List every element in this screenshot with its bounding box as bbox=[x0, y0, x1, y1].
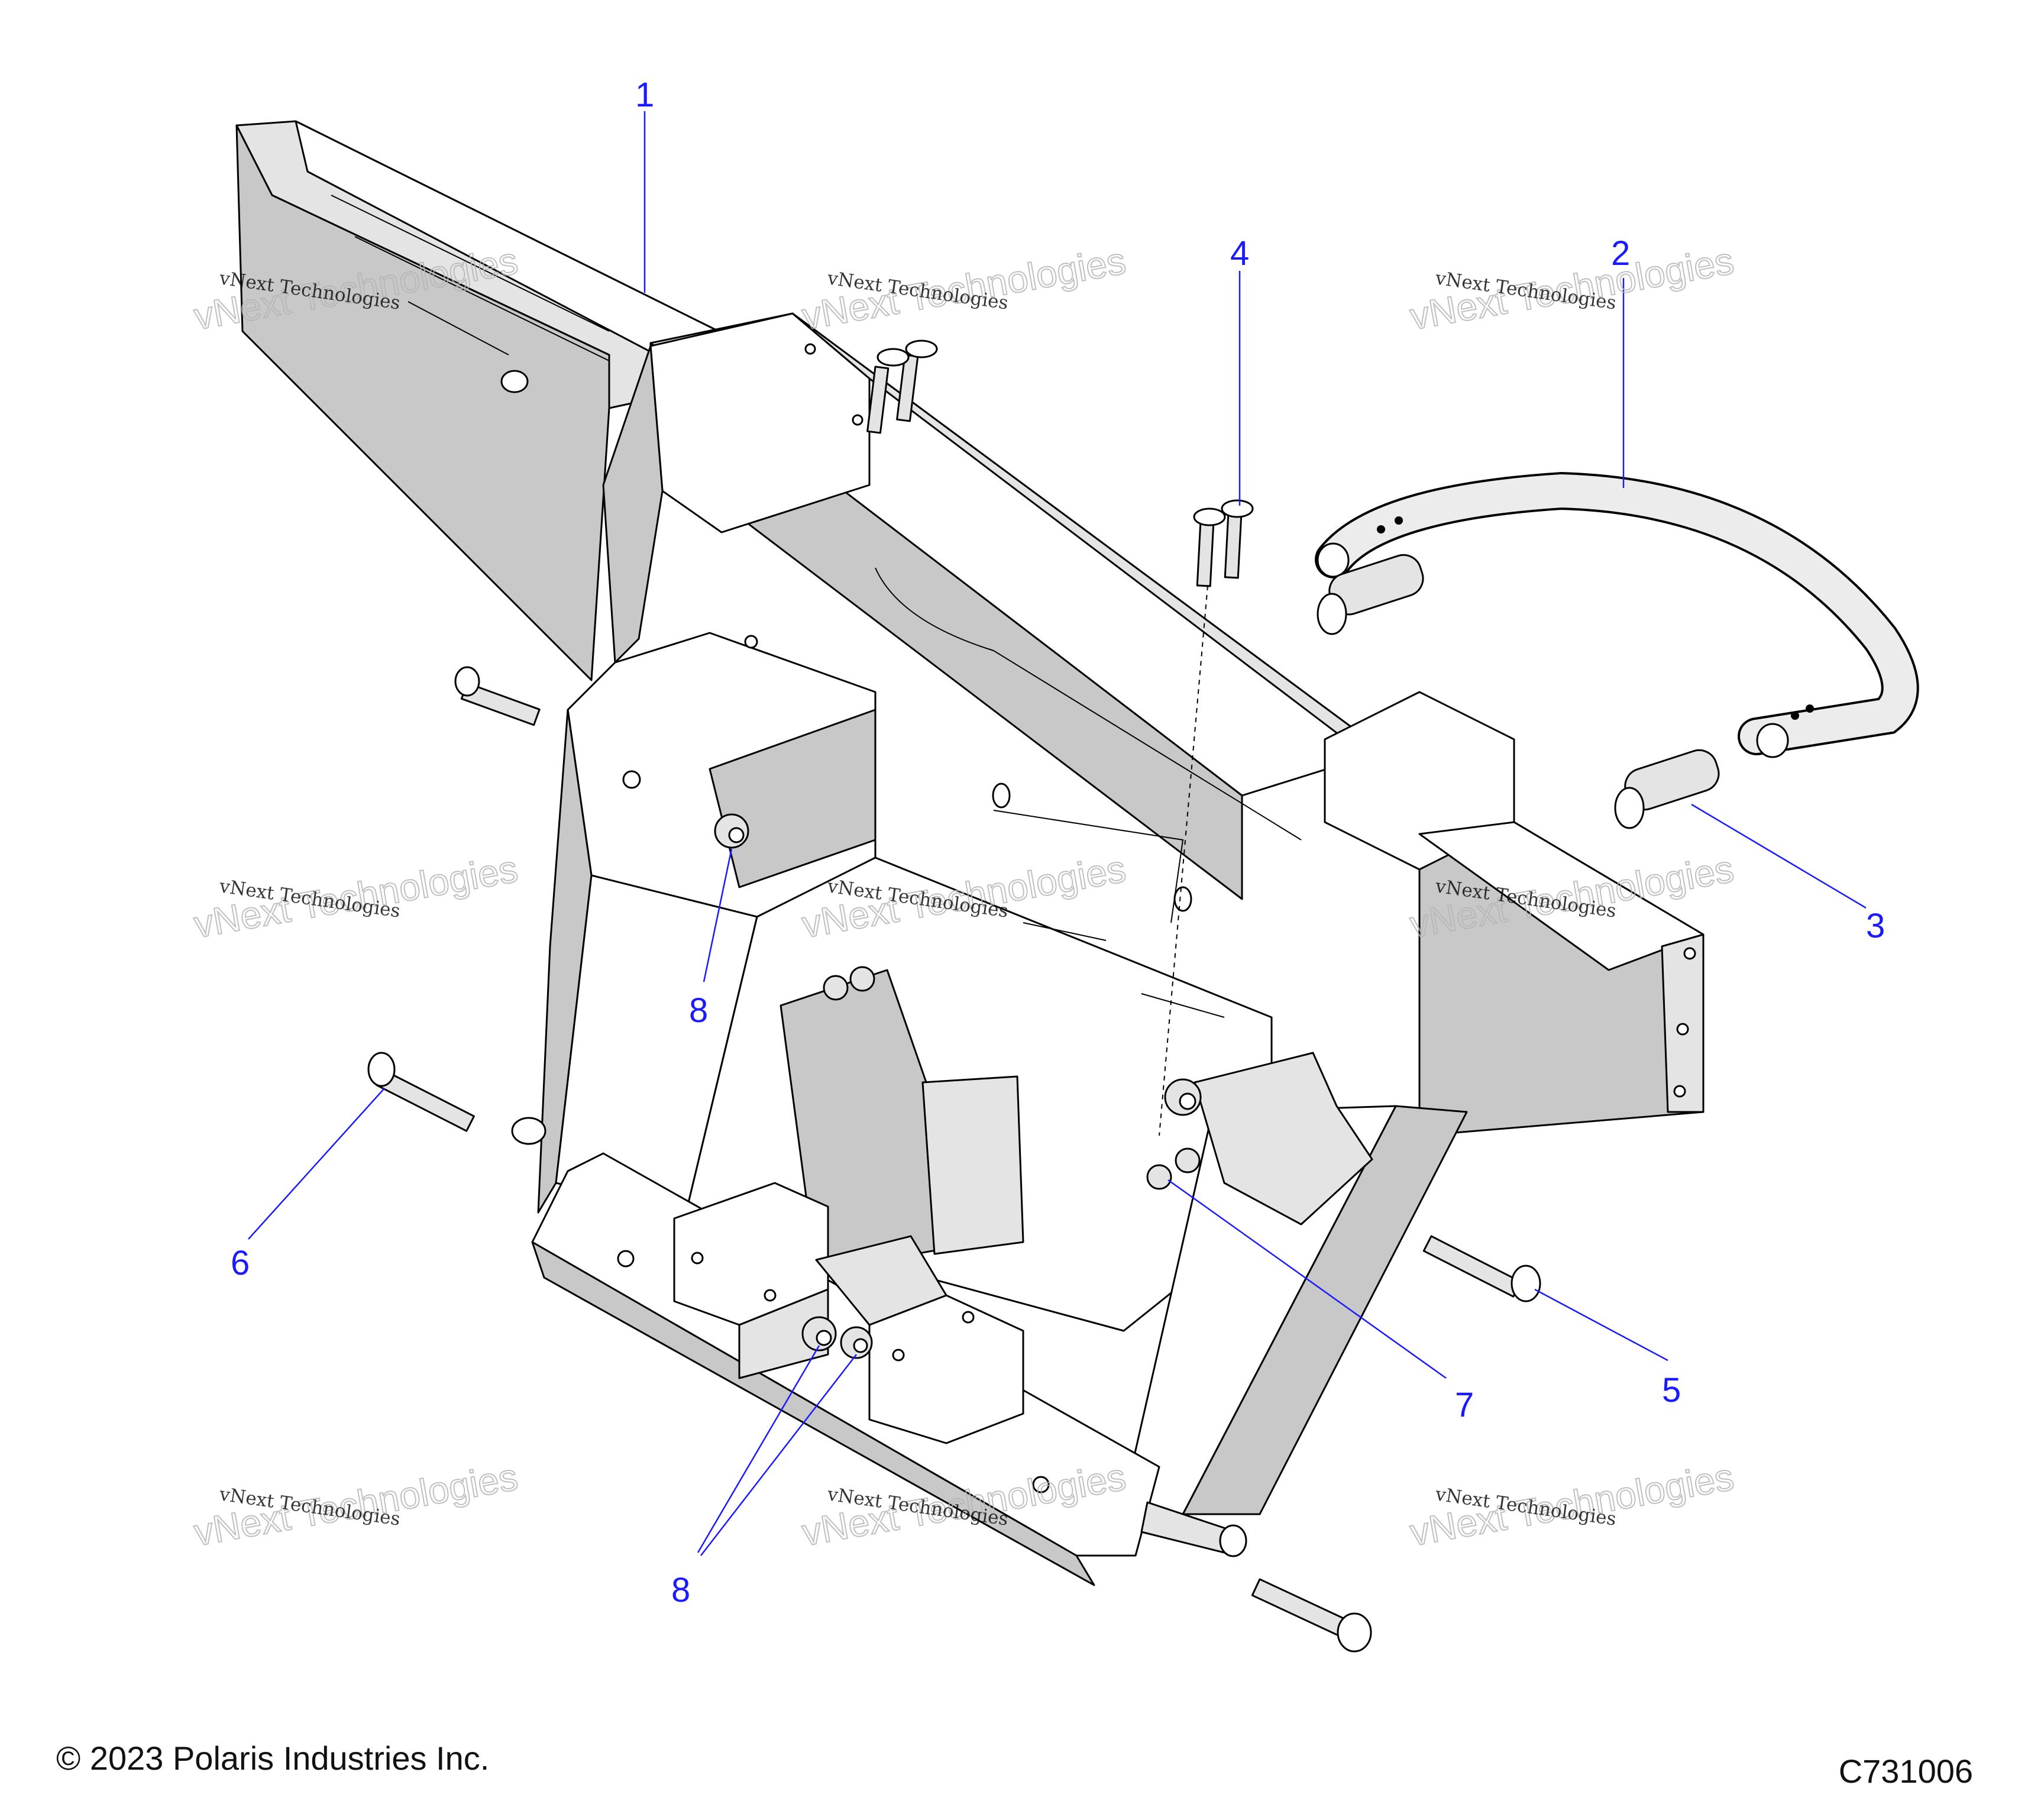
callout-3: 3 bbox=[1866, 907, 1885, 945]
nut-8-upper bbox=[714, 813, 749, 849]
callout-4: 4 bbox=[1230, 234, 1249, 273]
watermark: vNext Technologies vNext Technologies bbox=[1406, 1454, 1738, 1554]
nut-7 bbox=[1146, 1147, 1201, 1190]
figure-code: C731006 bbox=[1838, 1753, 1973, 1790]
bolts bbox=[367, 340, 1541, 1653]
callout-1: 1 bbox=[635, 76, 654, 114]
callout-7: 7 bbox=[1455, 1386, 1474, 1424]
bolt-5 bbox=[1422, 1235, 1541, 1302]
callout-2: 2 bbox=[1611, 234, 1630, 273]
watermark: vNext Technologies vNext Technologies bbox=[1406, 238, 1738, 338]
nut-tower bbox=[1164, 1078, 1202, 1116]
bolt-bottom bbox=[1251, 1578, 1372, 1653]
bumper-frame bbox=[235, 120, 1705, 1586]
leader-lines bbox=[248, 111, 1867, 1556]
bolt-pair-top bbox=[866, 340, 938, 434]
watermark: vNext Technologies vNext Technologies bbox=[798, 238, 1130, 338]
callout-8-upper: 8 bbox=[689, 991, 708, 1030]
nut-pair-center bbox=[823, 966, 875, 1001]
bolt-pair-4 bbox=[1159, 499, 1254, 1136]
watermark: vNext Technologies vNext Technologies bbox=[190, 1454, 522, 1554]
callouts: 1 2 3 4 5 6 7 8 8 bbox=[231, 76, 1885, 1609]
callout-8-lower: 8 bbox=[671, 1571, 690, 1609]
tube-bar bbox=[1315, 471, 1919, 758]
callout-5: 5 bbox=[1662, 1371, 1681, 1409]
nut-pair-lower bbox=[801, 1316, 873, 1359]
bolt-left-upper bbox=[454, 666, 541, 726]
sleeve-insert bbox=[1317, 554, 1720, 829]
bolt-6 bbox=[367, 1052, 475, 1132]
copyright-text: © 2023 Polaris Industries Inc. bbox=[56, 1740, 490, 1777]
nuts bbox=[714, 813, 1202, 1359]
watermark: vNext Technologies vNext Technologies bbox=[190, 846, 522, 946]
callout-6: 6 bbox=[231, 1244, 250, 1282]
